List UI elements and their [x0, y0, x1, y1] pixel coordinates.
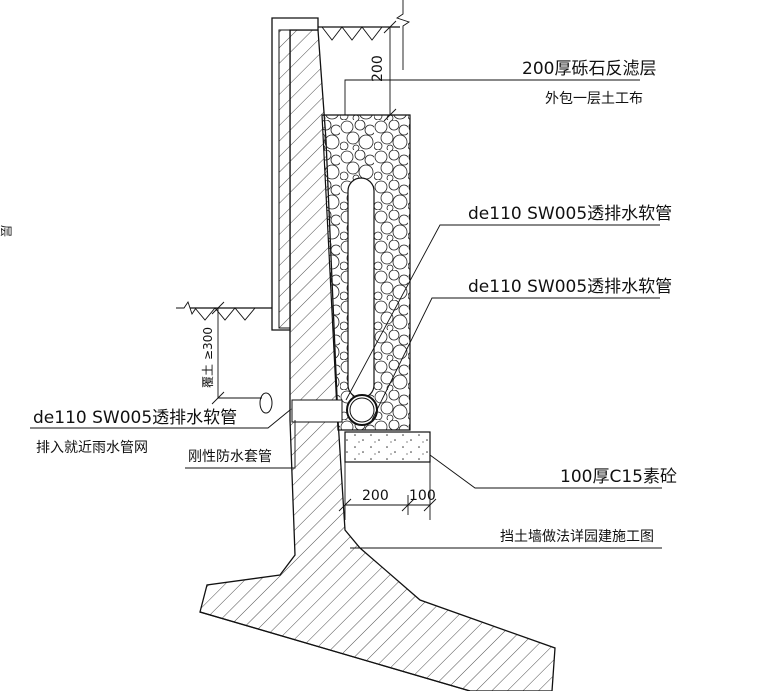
label-base-concrete: 100厚C15素砼 [560, 467, 677, 487]
leader-left-pipe [30, 409, 291, 429]
coping-inner [278, 29, 291, 329]
break-mark-left [176, 300, 200, 316]
base-concrete-pad [344, 431, 431, 463]
ground-top [318, 26, 400, 41]
label-reference: 挡土墙做法详园建施工图 [500, 529, 654, 545]
leader-sleeve [185, 420, 296, 469]
dim-top-thickness [383, 20, 397, 122]
ground-left [190, 307, 272, 321]
drain-pipe-section [346, 394, 378, 426]
drain-pipe-inner [349, 397, 375, 423]
label-pipe-1: de110 SW005透排水软管 [468, 204, 672, 224]
label-sleeve: 刚性防水套管 [188, 449, 272, 465]
sleeve-end [259, 392, 273, 414]
dim-label-top: 200 [370, 55, 386, 82]
label-pipe-left: de110 SW005透排水软管 [33, 408, 237, 428]
leader-pipe-1 [345, 224, 660, 401]
leader-concrete [429, 454, 662, 489]
label-geotextile: 外包一层土工布 [545, 91, 643, 107]
edge-fragment-text: 层 [0, 225, 13, 237]
dim-label-left-sub: 覆土 [201, 364, 215, 388]
label-pipe-2: de110 SW005透排水软管 [468, 277, 672, 297]
leader-pipe-2 [371, 297, 660, 421]
waterproof-sleeve [291, 399, 343, 423]
dim-label-base: 200 [362, 488, 389, 504]
dim-left-height [211, 301, 262, 405]
leader-filter [344, 79, 640, 115]
vertical-drain-pipe [347, 177, 375, 399]
dim-label-left: ≥300 [201, 327, 215, 360]
break-mark-top [395, 0, 411, 70]
foundation-bottom [199, 611, 471, 691]
dim-base [338, 462, 437, 520]
label-pipe-outfall: 排入就近雨水管网 [36, 440, 148, 456]
label-filter-layer: 200厚砾石反滤层 [522, 59, 656, 79]
dim-label-edge: 100 [409, 488, 436, 504]
